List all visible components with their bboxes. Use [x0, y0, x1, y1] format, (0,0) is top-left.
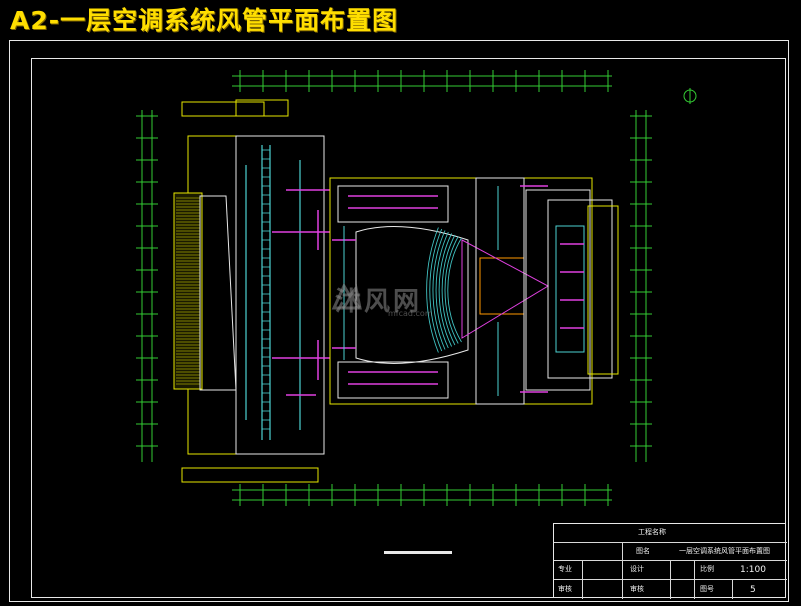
sheet-label: 图号: [700, 585, 714, 593]
watermark-logo-icon: [331, 282, 362, 310]
reviewer-label: 审核: [630, 585, 644, 593]
drawing-name: 一层空调系统风管平面布置图: [679, 547, 770, 555]
sheet-number: 5: [750, 585, 756, 595]
watermark-text: 沐风网: [335, 287, 423, 317]
left-pipes: [272, 189, 330, 396]
watermark-url: mfcad.com: [388, 309, 433, 318]
drawing-title: A2-一层空调系统风管平面布置图: [10, 6, 399, 35]
scale-bar: [384, 551, 452, 554]
seat-row: [435, 231, 449, 349]
seat-row: [447, 237, 462, 343]
dimension-ticks-top: [239, 70, 609, 506]
scale-label: 比例: [700, 565, 714, 573]
seat-row: [441, 234, 456, 346]
left-ducts: [245, 145, 301, 440]
auditorium-seating: [426, 227, 462, 353]
drawing-name-label: 图名: [636, 547, 650, 555]
project-label: 工程名称: [638, 528, 666, 536]
right-wing: [547, 199, 619, 379]
seat-row: [432, 230, 446, 350]
seat-row: [438, 233, 453, 347]
dimension-ticks-side: [136, 115, 652, 447]
dimension-lines: [141, 75, 647, 501]
left-wing: [173, 99, 325, 483]
outer-frame: [9, 40, 789, 602]
right-pipes: [520, 185, 584, 393]
auditorium-ducts: [343, 186, 499, 396]
seat-row: [429, 228, 443, 352]
seat-row: [444, 236, 459, 344]
title-block: 工程名称 图名 一层空调系统风管平面布置图 专业 设计 比例 1:100 审核 …: [553, 523, 787, 599]
north-arrow-icon: [683, 88, 697, 104]
checker-label: 审核: [558, 585, 572, 593]
inner-frame: [31, 58, 786, 598]
seat-row: [426, 227, 439, 353]
design-label: 设计: [630, 565, 644, 573]
discipline-label: 专业: [558, 565, 572, 573]
scale-value: 1:100: [740, 565, 766, 575]
auditorium: [329, 177, 593, 405]
auditorium-pipes: [332, 195, 438, 385]
